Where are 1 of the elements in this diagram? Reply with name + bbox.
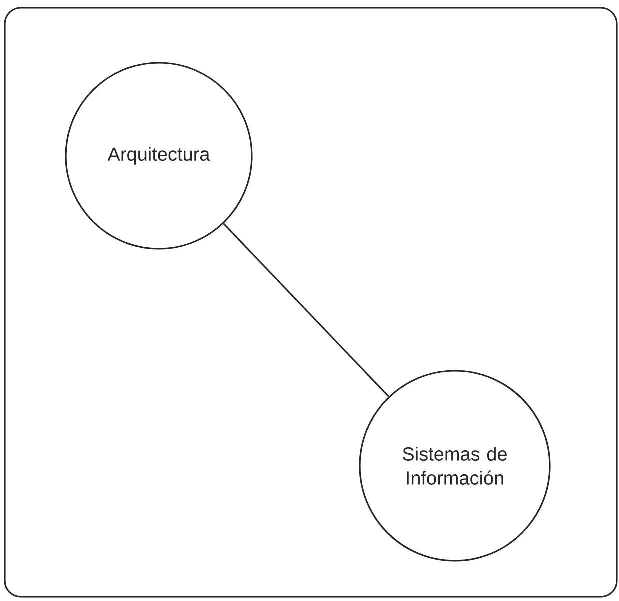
connector-line [223, 223, 390, 398]
